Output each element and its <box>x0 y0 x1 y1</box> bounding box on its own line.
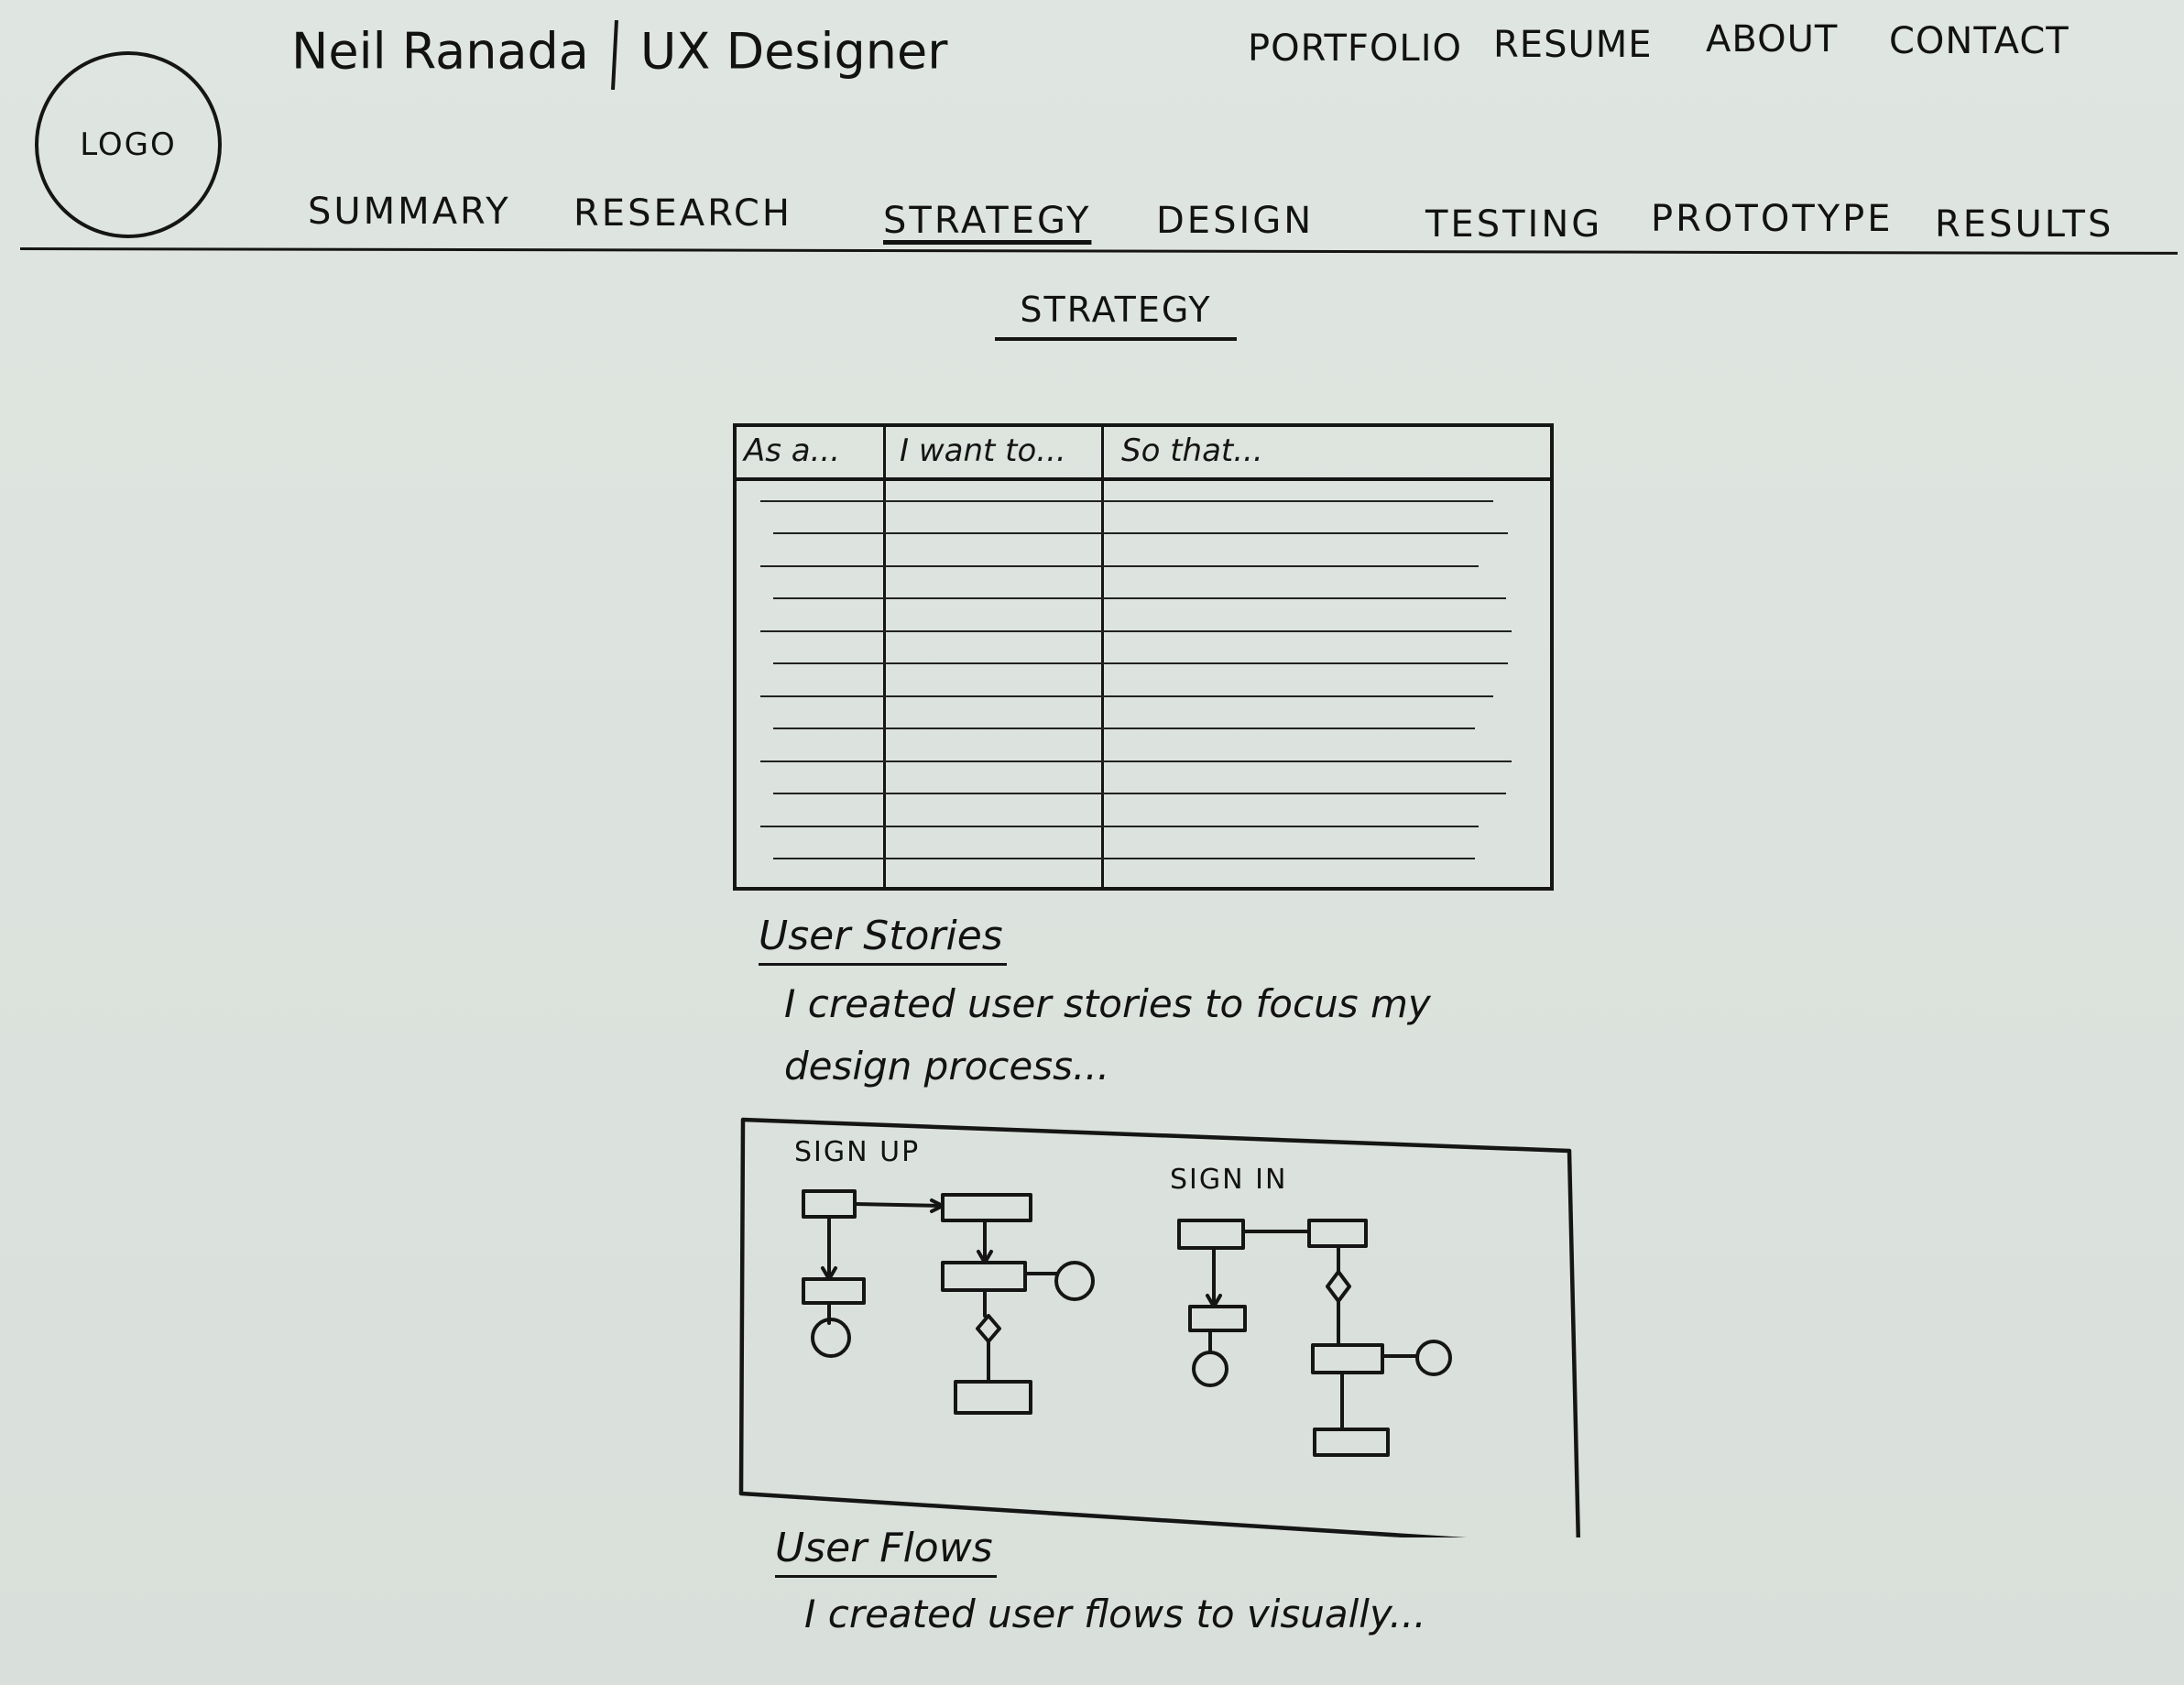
table-row <box>760 500 1493 502</box>
column-header-as-a: As a... <box>744 432 841 469</box>
flow-box-node <box>1313 1428 1390 1457</box>
nav-resume[interactable]: RESUME <box>1493 24 1653 66</box>
nav-portfolio[interactable]: PORTFOLIO <box>1248 27 1462 70</box>
user-stories-text: I created user stories to focus my desig… <box>784 973 1431 1098</box>
flow-box-node <box>1188 1305 1247 1332</box>
flow-box-node <box>1311 1343 1384 1374</box>
table-row <box>760 630 1512 632</box>
user-stories-line: design process... <box>784 1044 1110 1089</box>
table-row <box>773 858 1475 859</box>
tab-design[interactable]: DESIGN <box>1156 200 1315 242</box>
designer-role: UX Designer <box>639 22 948 81</box>
flow-terminal-node <box>1415 1340 1452 1376</box>
flow-frame <box>738 1117 1580 1537</box>
user-flow-diagram: SIGN UP SIGN IN <box>737 1116 1580 1537</box>
flow-box-node <box>802 1277 866 1305</box>
flow-decision-node <box>1326 1270 1351 1303</box>
column-header-i-want-to: I want to... <box>900 432 1066 469</box>
flow-box-node <box>941 1261 1027 1292</box>
flow-title-sign-up: SIGN UP <box>794 1136 921 1168</box>
flow-box-node <box>941 1193 1032 1222</box>
flow-box-node <box>1177 1219 1245 1250</box>
table-row <box>773 793 1506 794</box>
table-row <box>773 728 1475 729</box>
logo-text: LOGO <box>80 126 177 163</box>
table-row <box>760 565 1479 567</box>
nav-about[interactable]: ABOUT <box>1706 18 1839 60</box>
flow-connector <box>853 1202 943 1208</box>
flow-box-node <box>954 1380 1032 1415</box>
user-stories-line: I created user stories to focus my <box>784 981 1431 1026</box>
designer-name: Neil Ranada <box>291 22 589 81</box>
tab-prototype[interactable]: PROTOTYPE <box>1651 198 1894 240</box>
tab-results[interactable]: RESULTS <box>1935 203 2114 246</box>
tab-summary[interactable]: SUMMARY <box>308 191 511 233</box>
column-header-so-that: So that... <box>1121 432 1263 469</box>
table-row <box>773 597 1506 599</box>
flow-box-node <box>1307 1219 1368 1248</box>
column-divider <box>883 427 886 887</box>
tab-strategy[interactable]: STRATEGY <box>883 200 1092 242</box>
flow-title-sign-in: SIGN IN <box>1170 1164 1288 1196</box>
table-row <box>773 532 1508 534</box>
flow-terminal-node <box>811 1318 851 1358</box>
column-divider <box>1101 427 1104 887</box>
site-title: Neil Ranada UX Designer <box>291 19 948 91</box>
flow-sketch <box>738 1117 1580 1537</box>
tab-testing[interactable]: TESTING <box>1425 203 1603 246</box>
user-flows-text: I created user flows to visually... <box>804 1592 1426 1636</box>
flow-decision-node <box>976 1314 1001 1343</box>
table-header: As a... I want to... So that... <box>737 427 1550 481</box>
nav-contact[interactable]: CONTACT <box>1889 20 2069 62</box>
table-row <box>773 662 1508 664</box>
flow-terminal-node <box>1054 1261 1095 1301</box>
page-heading: STRATEGY <box>995 290 1237 341</box>
user-stories-label: User Stories <box>759 913 1007 966</box>
flow-box-node <box>802 1189 857 1219</box>
table-row <box>760 826 1479 827</box>
user-flows-label: User Flows <box>775 1525 997 1578</box>
flow-terminal-node <box>1192 1351 1228 1387</box>
logo[interactable]: LOGO <box>35 51 222 238</box>
user-story-table: As a... I want to... So that... <box>733 423 1554 891</box>
title-separator <box>610 19 618 91</box>
tab-research[interactable]: RESEARCH <box>573 192 792 235</box>
table-row <box>760 760 1512 762</box>
table-row <box>760 695 1493 697</box>
